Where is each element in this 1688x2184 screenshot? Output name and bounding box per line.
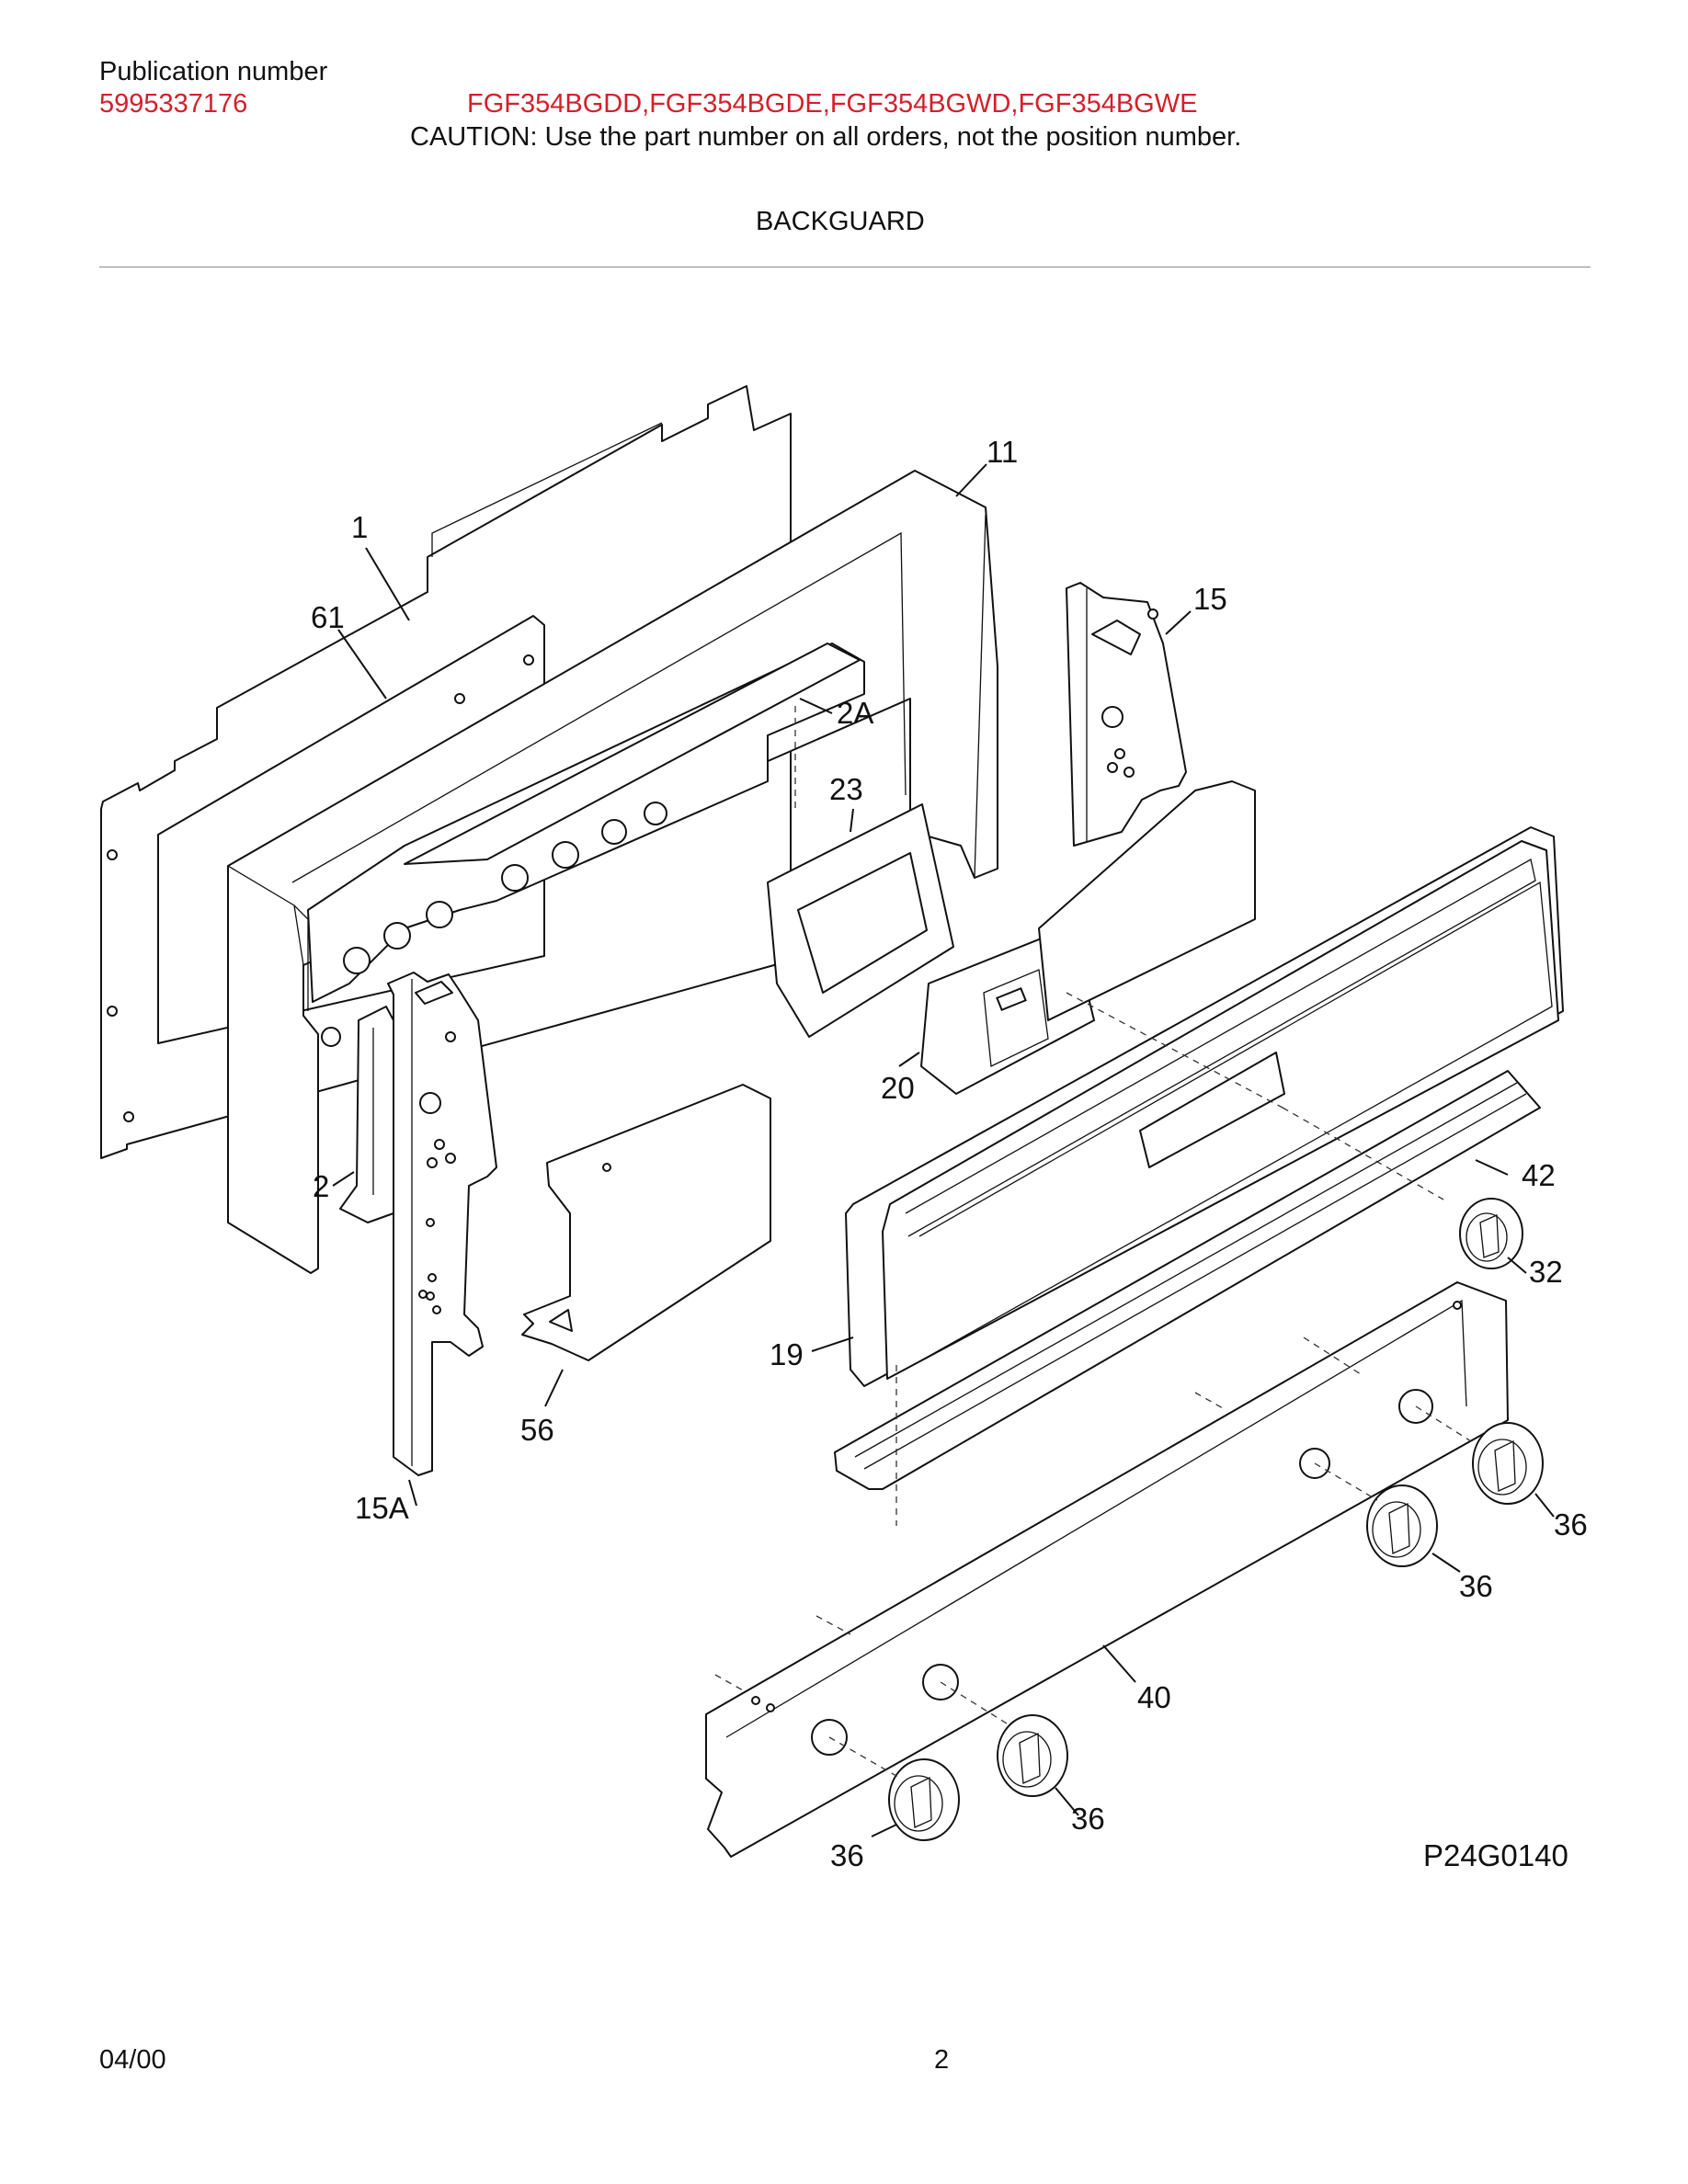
part-36-knob-b	[1366, 1484, 1438, 1567]
publication-number: 5995337176	[99, 89, 248, 119]
part-36-knob-c	[997, 1714, 1068, 1797]
callout-36-b: 36	[1459, 1569, 1493, 1603]
callout-61: 61	[311, 600, 345, 634]
callout-36-c: 36	[1071, 1802, 1105, 1836]
callout-19: 19	[770, 1337, 804, 1371]
part-40-manifold-panel	[705, 1281, 1509, 1858]
callout-2: 2	[313, 1169, 329, 1203]
callout-20: 20	[881, 1071, 915, 1105]
part-2A-burner-box	[307, 643, 865, 1047]
callout-1: 1	[351, 510, 368, 544]
part-15-right-bracket	[1066, 582, 1187, 847]
callout-32: 32	[1529, 1255, 1563, 1289]
leader-lines	[332, 463, 1555, 1837]
callout-36-a: 36	[1554, 1507, 1588, 1541]
callout-36-d: 36	[830, 1838, 864, 1872]
callout-15A: 15A	[355, 1491, 409, 1525]
footer-page-number: 2	[934, 2045, 950, 2075]
publication-label: Publication number	[99, 57, 328, 86]
callout-11: 11	[987, 435, 1018, 469]
alignment-lines	[714, 706, 1472, 1780]
callout-42: 42	[1522, 1158, 1556, 1192]
part-32-knob	[1459, 1198, 1523, 1269]
part-2-bracket	[339, 1006, 394, 1223]
footer-date: 04/00	[99, 2045, 166, 2075]
callout-56: 56	[520, 1413, 554, 1447]
callout-labels: 1 61 11 15 2A 23 20 2 42 32 19 56 15A 36…	[311, 435, 1588, 1872]
part-23-display-frame	[767, 803, 954, 1038]
part-19-control-console	[845, 780, 1564, 1387]
callout-23: 23	[829, 772, 863, 806]
caution-note: CAUTION: Use the part number on all orde…	[410, 122, 1242, 152]
callout-2A: 2A	[837, 696, 873, 730]
model-numbers: FGF354BGDD,FGF354BGDE,FGF354BGWD,FGF354B…	[467, 89, 1198, 119]
part-36-knob-a	[1472, 1422, 1544, 1505]
section-title: BACKGUARD	[756, 207, 925, 236]
part-42-trim-strip	[834, 1070, 1541, 1490]
callout-40: 40	[1137, 1680, 1171, 1714]
part-36-knob-d	[888, 1758, 960, 1841]
diagram-code: P24G0140	[1423, 1838, 1568, 1872]
callout-15: 15	[1193, 582, 1227, 616]
part-56-wiring-cover	[521, 1084, 771, 1361]
part-15A-left-bracket	[387, 972, 497, 1476]
